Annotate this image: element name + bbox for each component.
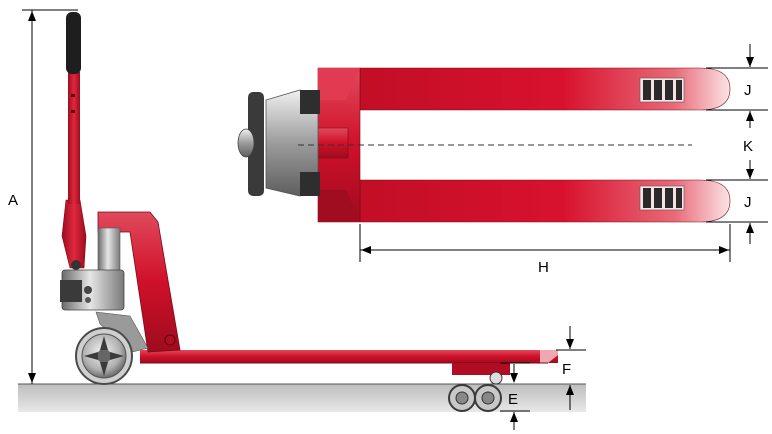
side-view-truck — [60, 12, 558, 412]
top-steering-wheel — [248, 92, 264, 196]
top-fork-lower — [359, 179, 731, 223]
top-fork-upper — [359, 67, 731, 111]
label-H: H — [538, 259, 549, 276]
handle-shaft — [68, 72, 80, 204]
pivot-bolt — [164, 334, 176, 346]
handle-grip — [66, 12, 81, 74]
top-load-rollers-upper — [639, 77, 685, 103]
dimension-lines — [22, 9, 768, 430]
hydraulic-pump — [97, 227, 121, 273]
top-view-truck — [237, 67, 731, 223]
label-K: K — [743, 138, 753, 155]
top-load-rollers-lower — [639, 185, 685, 211]
label-E: E — [508, 391, 518, 408]
roller-bracket — [452, 363, 510, 375]
label-A: A — [8, 192, 18, 209]
label-F: F — [562, 361, 571, 378]
label-J-bottom: J — [744, 194, 752, 211]
handle-lower — [61, 199, 87, 269]
side-fork — [140, 350, 558, 363]
label-J-top: J — [744, 82, 752, 99]
side-fork-tip — [540, 350, 558, 363]
